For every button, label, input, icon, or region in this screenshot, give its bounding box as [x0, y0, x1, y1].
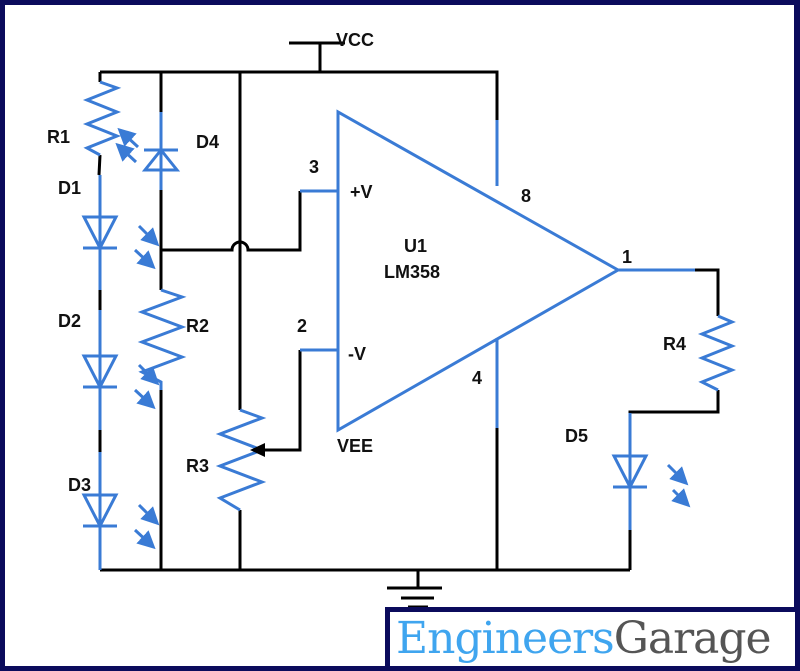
photodiode-d4 [141, 112, 181, 190]
opamp-u1 [336, 109, 622, 433]
light-arrows [115, 127, 691, 550]
wiper-arrow-icon [250, 443, 265, 457]
left-column-wires [97, 72, 102, 452]
minus-v-label: -V [348, 344, 366, 364]
u1-label: U1 [404, 236, 427, 256]
output-wires [628, 268, 720, 570]
led-d2 [81, 310, 119, 430]
pin4-label: 4 [472, 368, 482, 388]
logo-engineers: Engineers [396, 613, 615, 664]
r3-label: R3 [186, 456, 209, 476]
r2-label: R2 [186, 316, 209, 336]
resistor-r4 [697, 314, 737, 392]
d2-label: D2 [58, 311, 81, 331]
pin2-wire [265, 350, 302, 452]
engineersgarage-logo: EngineersGarage [385, 607, 800, 671]
led-d1 [81, 175, 119, 290]
d1-label: D1 [58, 178, 81, 198]
potentiometer-r3 [215, 408, 267, 512]
top-rail-wire [100, 70, 499, 120]
plus-v-label: +V [350, 182, 373, 202]
pin1-label: 1 [622, 247, 632, 267]
vcc-label: VCC [336, 30, 374, 50]
lm358-label: LM358 [384, 262, 440, 282]
resistor-r1 [82, 80, 122, 157]
pin3-wire [161, 191, 302, 252]
pin3-label: 3 [309, 157, 319, 177]
pin2-label: 2 [297, 316, 307, 336]
pin8-label: 8 [521, 186, 531, 206]
vee-label: VEE [337, 436, 373, 456]
r4-label: R4 [663, 334, 686, 354]
r1-label: R1 [47, 127, 70, 147]
d3-label: D3 [68, 475, 91, 495]
ldr-r2 [137, 288, 187, 390]
led-d5 [611, 413, 649, 530]
d4-label: D4 [196, 132, 219, 152]
led-d3 [81, 452, 119, 570]
ground-symbol [387, 570, 442, 609]
d5-label: D5 [565, 426, 588, 446]
vcc-symbol [289, 41, 345, 72]
logo-garage: Garage [613, 613, 772, 664]
